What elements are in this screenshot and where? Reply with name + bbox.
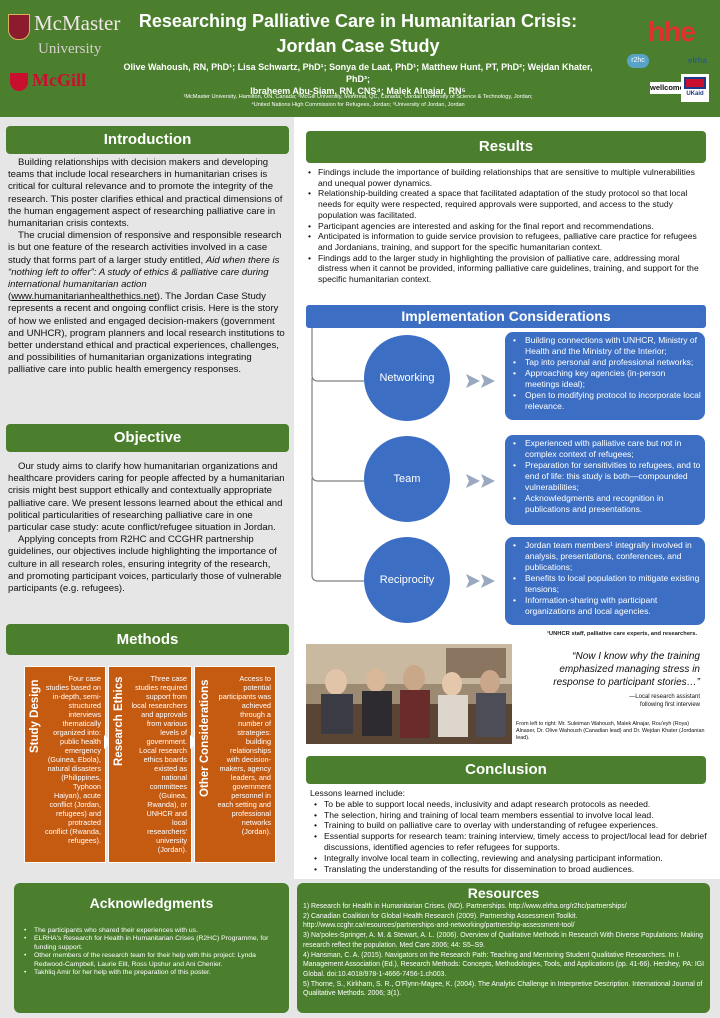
implementation-connectors <box>311 328 495 588</box>
list-item: Approaching key agencies (in-person meet… <box>509 368 701 390</box>
method-box-study-design: Study Design Four case studies based on … <box>24 666 106 863</box>
list-item: Findings add to the larger study in high… <box>304 253 708 285</box>
list-item: 3) Na'poles-Springer, A. M. & Stewart, A… <box>303 932 703 949</box>
method-label: Other Considerations <box>199 679 211 797</box>
uk-flag-icon <box>684 77 706 89</box>
list-item: Tap into personal and professional netwo… <box>509 357 701 368</box>
list-item: Translating the understanding of the res… <box>310 864 708 875</box>
mcgill-crest-icon <box>10 72 28 91</box>
implementation-footnote: ¹UNHCR staff, palliative care experts, a… <box>547 631 698 637</box>
conclusion-heading: Conclusion <box>306 756 706 784</box>
list-item: 5) Thorne, S., Kirkham, S. R., O'Flynn-M… <box>303 980 703 998</box>
list-item: Experienced with palliative care but not… <box>509 438 701 460</box>
method-text: Access to potential participants was ach… <box>217 674 271 836</box>
method-box-other-considerations: Other Considerations Access to potential… <box>194 666 276 863</box>
list-item: Findings include the importance of build… <box>304 167 708 188</box>
mcgill-logo: McGill <box>10 70 86 91</box>
networking-box: Building connections with UNHCR, Ministr… <box>505 332 705 420</box>
team-node: Team <box>364 436 450 522</box>
list-item: 4) Hansman, C. A. (2015). Navigators on … <box>303 951 705 978</box>
method-box-research-ethics: Research Ethics Three case studies requi… <box>108 666 192 863</box>
list-item: Training to build on palliative care to … <box>310 820 708 831</box>
list-item: 2) Canadian Coalition for Global Health … <box>303 912 578 930</box>
list-item: Integrally involve local team in collect… <box>310 853 708 864</box>
list-item: Jordan team members¹ integrally involved… <box>509 540 701 573</box>
photo-caption: From left to right: Mr. Suleiman Wahoush… <box>516 721 705 741</box>
hhe-logo: hhe <box>648 16 696 47</box>
acknowledgments-heading: Acknowledgments <box>89 895 214 911</box>
objective-text: Our study aims to clarify how humanitari… <box>8 461 285 595</box>
resources-heading: Resources <box>467 885 540 901</box>
list-item: Takhliq Amir for her help with the prepa… <box>20 969 281 978</box>
list-item: 1) Research for Health in Humanitarian C… <box>303 903 627 910</box>
resources-list: 1) Research for Health in Humanitarian C… <box>303 902 704 999</box>
networking-node: Networking <box>364 335 450 421</box>
team-photo <box>306 644 512 744</box>
resources-box: Resources 1) Research for Health in Huma… <box>297 883 710 1013</box>
list-item: Anticipated is information to guide serv… <box>304 231 708 252</box>
acknowledgments-box: Acknowledgments The participants who sha… <box>14 883 289 1013</box>
method-label: Research Ethics <box>113 676 125 767</box>
participant-quote: “Now I know why the training emphasized … <box>553 651 700 688</box>
list-item: Acknowledgments and recognition in publi… <box>509 493 701 515</box>
list-item: Preparation for sensitivities to refugee… <box>509 460 701 493</box>
list-item: Benefits to local population to mitigate… <box>509 573 701 595</box>
implementation-heading: Implementation Considerations <box>306 305 706 328</box>
introduction-text: Building relationships with decision mak… <box>8 157 285 376</box>
poster-title: Researching Palliative Care in Humanitar… <box>138 11 578 56</box>
mcmaster-crest-icon <box>8 14 30 40</box>
elrha-logo: elrha <box>688 56 708 65</box>
list-item: ELRHA's Research for Health in Humanitar… <box>20 935 281 952</box>
list-item: Participant agencies are interested and … <box>304 221 708 232</box>
list-item: The participants who shared their experi… <box>20 927 281 936</box>
author-list: Olive Wahoush, RN, PhD¹; Lisa Schwartz, … <box>123 62 593 96</box>
introduction-heading: Introduction <box>6 126 289 154</box>
ukaid-logo: UKaid <box>681 74 709 102</box>
project-website-link[interactable]: www.humanitarianhealthethics.net <box>11 291 157 303</box>
method-label: Study Design <box>29 679 41 753</box>
objective-heading: Objective <box>6 424 289 452</box>
list-item: The selection, hiring and training of lo… <box>310 810 708 821</box>
results-heading: Results <box>306 131 706 163</box>
conclusion-text: Lessons learned include: To be able to s… <box>310 788 708 874</box>
list-item: Open to modifying protocol to incorporat… <box>509 390 701 412</box>
list-item: Relationship-building created a space th… <box>304 188 708 220</box>
list-item: Other members of the research team for t… <box>20 952 281 969</box>
r2hc-logo: r2hc <box>627 54 649 68</box>
list-item: Information-sharing with participant org… <box>509 595 701 617</box>
list-item: Building connections with UNHCR, Ministr… <box>509 335 701 357</box>
method-text: Four case studies based on in-depth, sem… <box>45 674 101 845</box>
list-item: Essential supports for research team: tr… <box>310 831 708 853</box>
list-item: To be able to support local needs, inclu… <box>310 799 708 810</box>
method-text: Three case studies required support from… <box>131 674 187 854</box>
reciprocity-node: Reciprocity <box>364 537 450 623</box>
affiliations: ¹McMaster University, Hamilton, ON, Cana… <box>183 94 533 108</box>
methods-heading: Methods <box>6 624 289 655</box>
team-box: Experienced with palliative care but not… <box>505 435 705 525</box>
reciprocity-box: Jordan team members¹ integrally involved… <box>505 537 705 625</box>
left-column <box>0 117 294 1018</box>
results-list: Findings include the importance of build… <box>304 167 708 285</box>
